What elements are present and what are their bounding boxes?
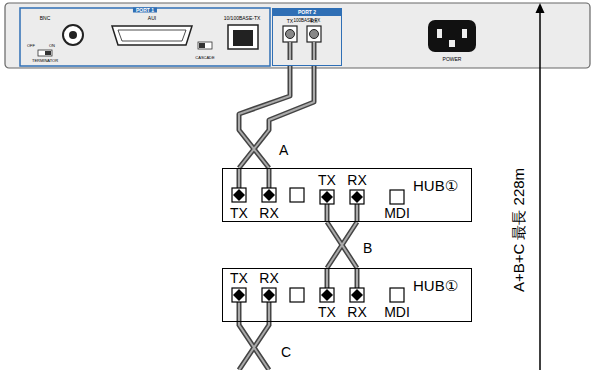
port-square bbox=[262, 288, 276, 302]
switch-label: TERMINATOR bbox=[32, 59, 58, 63]
switch-label: ON bbox=[49, 44, 55, 48]
port-label: RX bbox=[258, 271, 279, 285]
port-label: TX bbox=[229, 206, 249, 220]
port-label: TX bbox=[229, 271, 249, 285]
power-label: POWER bbox=[443, 57, 462, 62]
switch-label: OFF bbox=[27, 44, 35, 48]
port-square bbox=[232, 188, 246, 202]
bnc-pin bbox=[69, 31, 77, 39]
port-diamond bbox=[263, 289, 275, 301]
cable-label: A bbox=[278, 143, 289, 157]
section-header: PORT 2 bbox=[273, 9, 341, 16]
port-square bbox=[320, 288, 334, 302]
fiber-ferrule bbox=[310, 30, 319, 39]
port-diamond bbox=[351, 289, 363, 301]
cable-cores bbox=[239, 42, 357, 370]
fiber-cable bbox=[239, 66, 314, 168]
port-type: 100BASE-FX bbox=[273, 18, 341, 25]
cascade-switch bbox=[198, 42, 212, 49]
cable-label: B bbox=[362, 241, 373, 255]
switch-label: CASCADE bbox=[195, 56, 214, 60]
arrow-head bbox=[536, 3, 545, 13]
rj45-opening bbox=[233, 30, 253, 46]
bnc-connector bbox=[63, 25, 83, 45]
port-label: AUI bbox=[148, 16, 156, 21]
port-diamond bbox=[321, 289, 333, 301]
port-label: RX bbox=[258, 206, 279, 220]
hub-name: HUB① bbox=[413, 178, 458, 193]
cable-stubs bbox=[239, 42, 357, 370]
cable-label: C bbox=[280, 345, 292, 359]
fiber-label: RX bbox=[311, 19, 318, 24]
port-label: TX bbox=[317, 305, 337, 319]
port-label: RX bbox=[346, 173, 367, 187]
port-label: MDI bbox=[383, 206, 411, 220]
port-label: TX bbox=[317, 173, 337, 187]
port-square bbox=[350, 288, 364, 302]
port-diamond bbox=[233, 189, 245, 201]
rear-panel bbox=[5, 3, 590, 68]
power-inlet bbox=[428, 20, 476, 52]
cable-outline bbox=[327, 222, 357, 268]
port-label: MDI bbox=[383, 305, 411, 319]
empty-port bbox=[290, 288, 304, 302]
port1-section bbox=[20, 8, 270, 66]
switch-knob bbox=[45, 51, 51, 55]
power-pin bbox=[437, 29, 442, 38]
port-section: PORT 2 100BASE-FX bbox=[272, 8, 342, 66]
port-diamond bbox=[263, 189, 275, 201]
port-label: BNC bbox=[40, 16, 51, 21]
aui-connector bbox=[112, 26, 192, 45]
hub-ports bbox=[232, 188, 404, 302]
empty-port bbox=[390, 288, 404, 302]
aui-inner bbox=[118, 30, 186, 41]
power-pin bbox=[462, 29, 467, 38]
port-square bbox=[320, 190, 334, 204]
fiber-ferrule bbox=[286, 30, 295, 39]
port-square bbox=[262, 188, 276, 202]
rj45-port bbox=[228, 25, 258, 49]
fiber-port bbox=[283, 26, 297, 42]
port-diamond bbox=[321, 191, 333, 203]
port-square bbox=[350, 190, 364, 204]
section-header: PORT 1 bbox=[133, 8, 157, 13]
length-arrow bbox=[539, 10, 541, 370]
empty-port bbox=[390, 190, 404, 204]
fiber-label: TX bbox=[287, 19, 293, 24]
hub-name: HUB① bbox=[413, 278, 458, 293]
cable-outline bbox=[239, 66, 314, 168]
empty-port bbox=[290, 188, 304, 202]
switch-knob bbox=[199, 43, 205, 48]
fiber-cable bbox=[327, 222, 357, 268]
power-pin bbox=[449, 40, 455, 47]
port-diamond bbox=[233, 289, 245, 301]
cable-core bbox=[239, 66, 314, 168]
length-note: A+B+C 最長 228m bbox=[511, 167, 526, 293]
cable-core bbox=[327, 222, 357, 268]
port-diamond bbox=[351, 191, 363, 203]
fiber-port bbox=[307, 26, 321, 42]
port-label: 10/100BASE-TX bbox=[224, 16, 261, 21]
terminator-switch bbox=[38, 50, 52, 56]
port-square bbox=[232, 288, 246, 302]
port-label: RX bbox=[346, 305, 367, 319]
